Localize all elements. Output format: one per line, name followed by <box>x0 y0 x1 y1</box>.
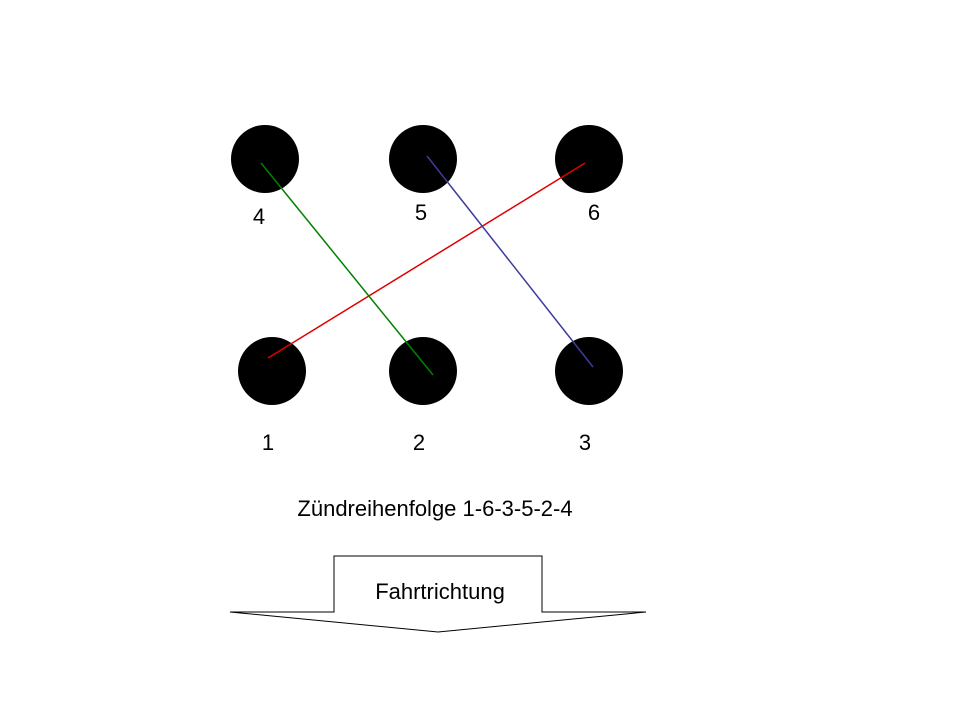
cylinder-label-2: 2 <box>413 430 425 455</box>
connection-line-5-3 <box>426 155 594 368</box>
cylinder-2 <box>389 337 457 405</box>
connection-line-1-6 <box>267 162 586 359</box>
cylinder-1 <box>238 337 306 405</box>
cylinder-label-4: 4 <box>253 204 265 229</box>
connection-line-4-2 <box>260 162 434 376</box>
cylinder-4 <box>231 125 299 193</box>
cylinder-label-6: 6 <box>588 200 600 225</box>
cylinder-label-3: 3 <box>579 430 591 455</box>
firing-order-caption: Zündreihenfolge 1-6-3-5-2-4 <box>297 496 572 521</box>
cylinder-3 <box>555 337 623 405</box>
cylinder-5 <box>389 125 457 193</box>
cylinder-label-5: 5 <box>415 200 427 225</box>
cylinder-label-1: 1 <box>262 430 274 455</box>
cylinder-6 <box>555 125 623 193</box>
direction-arrow-label: Fahrtrichtung <box>375 579 505 604</box>
direction-arrow-shape <box>229 555 647 633</box>
